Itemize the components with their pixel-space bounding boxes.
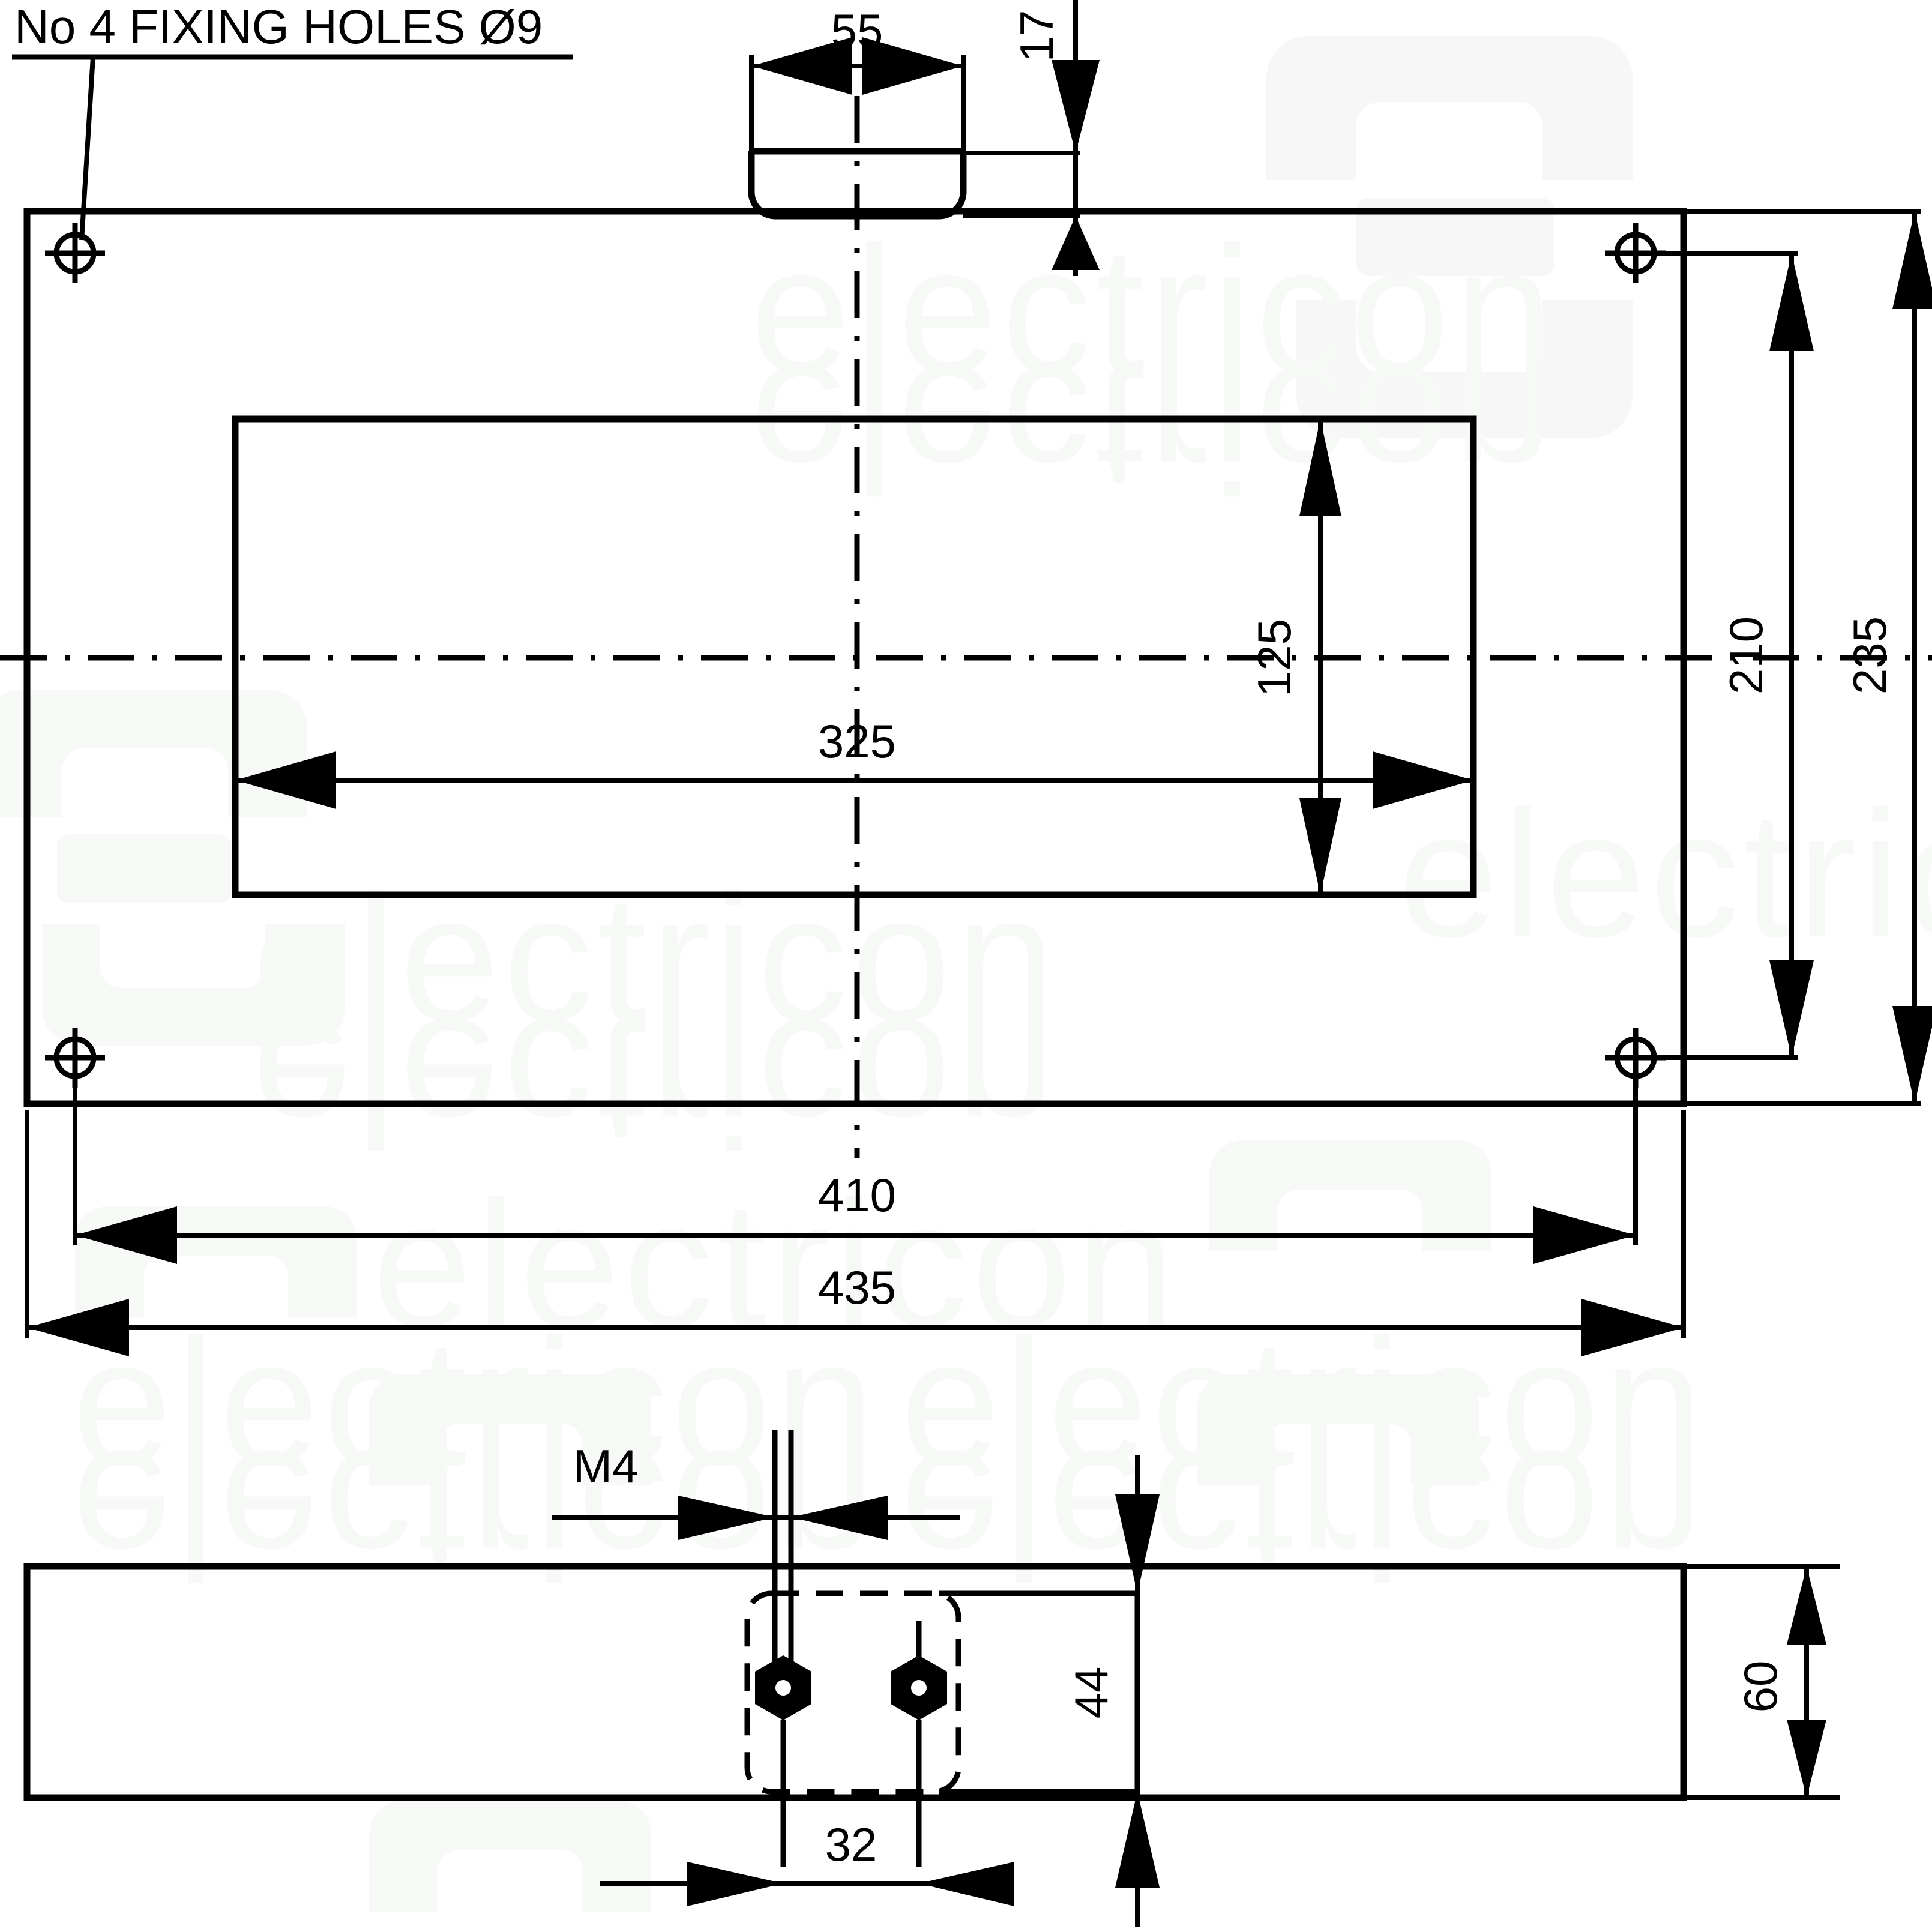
dim-44-label: 44	[1065, 1667, 1118, 1719]
dim-M4: M4	[552, 1440, 960, 1540]
dim-55: 55	[749, 4, 966, 155]
note-leader-line	[79, 56, 95, 241]
dim-210-label: 210	[1720, 616, 1772, 694]
dim-325: 325	[235, 715, 1473, 809]
dim-17-label: 17	[1010, 10, 1063, 62]
fixing-hole-top-left	[45, 223, 105, 283]
svg-text:electricon: electricon	[372, 1163, 1179, 1365]
side-body-outline	[23, 1563, 1687, 1801]
svg-text:electricon: electricon	[252, 982, 1059, 1184]
fixing-holes-note-text: No 4 FIXING HOLES Ø9	[14, 0, 543, 53]
dim-235-label: 235	[1843, 616, 1896, 694]
boss-profile-outline	[939, 1590, 1140, 1795]
dim-235: 235	[1684, 209, 1932, 1106]
fixing-holes-note: No 4 FIXING HOLES Ø9	[12, 0, 573, 241]
dim-55-label: 55	[831, 4, 883, 57]
dim-17: 17	[963, 0, 1100, 276]
dim-325-label: 325	[818, 715, 896, 768]
dim-M4-label: M4	[573, 1440, 638, 1493]
svg-text:electricon: electricon	[900, 1414, 1707, 1616]
dim-32-label: 32	[825, 1818, 877, 1871]
dim-410: 410	[73, 1074, 1638, 1264]
svg-text:electricon: electricon	[750, 328, 1557, 529]
hex-nut-right	[891, 1621, 947, 1867]
side-view: M4 44 32 60	[23, 1430, 1840, 1927]
dim-32: 32	[600, 1818, 1014, 1906]
dim-44: 44	[1065, 1455, 1160, 1927]
hex-nut-left	[755, 1655, 811, 1768]
dim-210: 210	[1636, 251, 1814, 1060]
svg-text:electricon: electricon	[1398, 773, 1932, 975]
front-view: No 4 FIXING HOLES Ø9 55 17 125	[0, 0, 1932, 1356]
svg-text:electricon: electricon	[252, 857, 1059, 1059]
watermark-layer: electricon electricon electricon electri…	[0, 36, 1932, 1912]
dim-125: 125	[1248, 419, 1341, 895]
dim-60: 60	[1684, 1564, 1840, 1800]
dim-435: 435	[25, 1110, 1686, 1356]
svg-text:electricon: electricon	[750, 209, 1557, 411]
dim-410-label: 410	[818, 1169, 896, 1221]
boss-hidden-outline	[744, 1590, 961, 1795]
dim-435-label: 435	[818, 1261, 896, 1314]
dim-125-label: 125	[1248, 619, 1301, 697]
dim-60-label: 60	[1734, 1661, 1787, 1713]
